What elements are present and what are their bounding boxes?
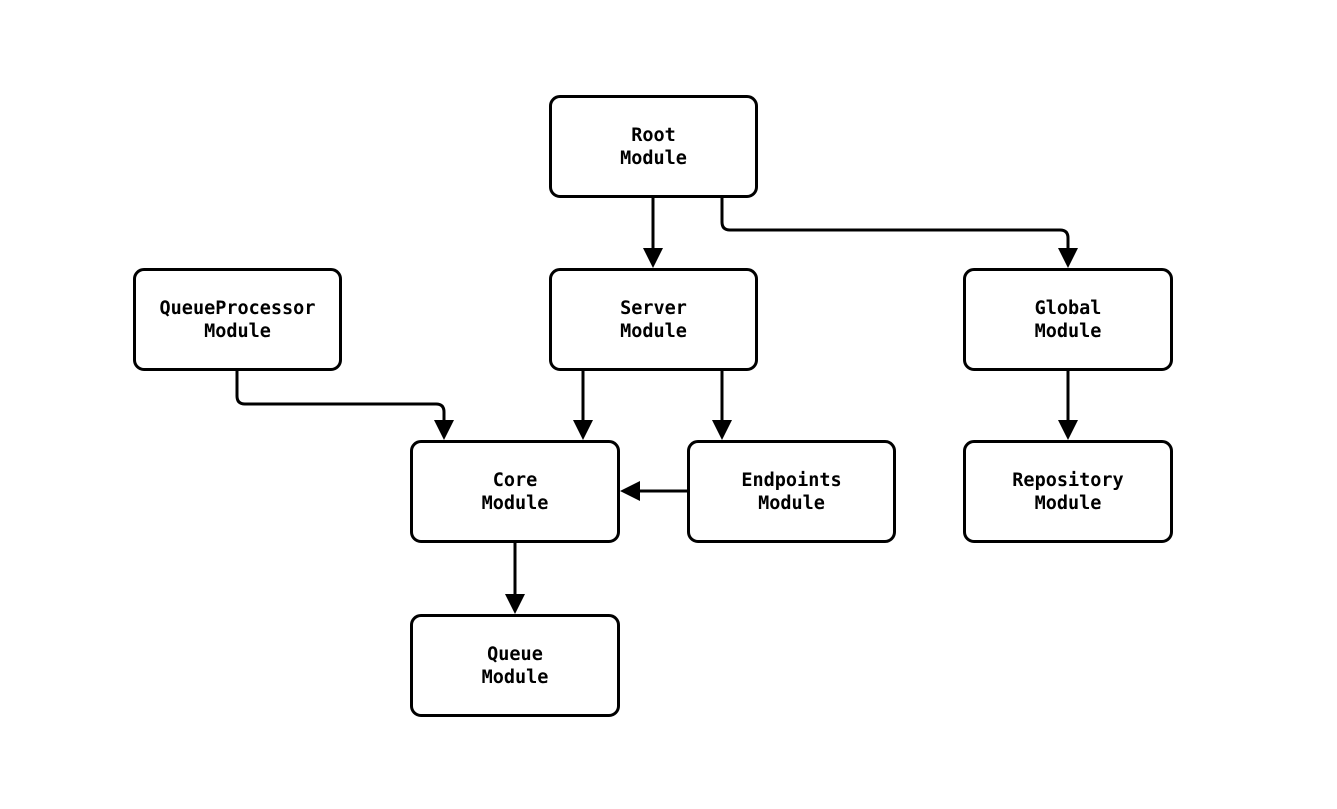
node-queueprocessor-module-label-line2: Module	[204, 320, 271, 342]
node-core-module-label-line2: Module	[481, 492, 549, 514]
node-repository-module[interactable]: Repository Module	[963, 440, 1173, 543]
edge-root-server	[643, 198, 663, 268]
node-global-module-label-line2: Module	[1034, 320, 1102, 342]
node-queueprocessor-module-label-line1: QueueProcessor	[159, 297, 316, 319]
node-repository-module-label-line1: Repository	[1012, 469, 1124, 491]
edge-root-global-arrowhead	[1058, 248, 1078, 268]
edge-server-core-arrowhead	[573, 420, 593, 440]
edge-core-queue-arrowhead	[505, 594, 525, 614]
node-root-module[interactable]: Root Module	[549, 95, 758, 198]
node-repository-module-label-line2: Module	[1034, 492, 1102, 514]
edge-endpoints-core-arrowhead	[620, 481, 640, 501]
edge-server-endpoints	[712, 371, 732, 440]
node-core-module[interactable]: Core Module	[410, 440, 620, 543]
node-server-module-label-line1: Server	[620, 297, 687, 319]
node-root-module-label-line2: Module	[620, 147, 687, 169]
node-queue-module-label-line1: Queue	[487, 643, 543, 665]
node-endpoints-module-label-line2: Module	[758, 492, 825, 514]
edge-server-core	[573, 371, 593, 440]
node-core-module-label-line1: Core	[492, 469, 538, 491]
edge-queueprocessor-core-line	[235, 371, 446, 425]
node-queueprocessor-module[interactable]: QueueProcessor Module	[133, 268, 342, 371]
edge-queueprocessor-core	[235, 371, 454, 440]
edge-core-queue	[505, 543, 525, 614]
edge-root-server-arrowhead	[643, 248, 663, 268]
node-queue-module[interactable]: Queue Module	[410, 614, 620, 717]
edge-root-global-line	[720, 198, 1070, 253]
node-root-module-label-line1: Root	[631, 124, 676, 146]
node-endpoints-module-label-line1: Endpoints	[741, 469, 842, 491]
edge-global-repository	[1058, 371, 1078, 440]
node-endpoints-module[interactable]: Endpoints Module	[687, 440, 896, 543]
edge-root-global	[720, 198, 1078, 268]
node-global-module-label-line1: Global	[1034, 297, 1102, 319]
node-global-module[interactable]: Global Module	[963, 268, 1173, 371]
edge-global-repository-arrowhead	[1058, 420, 1078, 440]
edge-server-endpoints-arrowhead	[712, 420, 732, 440]
edge-endpoints-core	[620, 481, 687, 501]
node-queue-module-label-line2: Module	[481, 666, 549, 688]
edge-queueprocessor-core-arrowhead	[434, 420, 454, 440]
node-server-module[interactable]: Server Module	[549, 268, 758, 371]
node-server-module-label-line2: Module	[620, 320, 687, 342]
